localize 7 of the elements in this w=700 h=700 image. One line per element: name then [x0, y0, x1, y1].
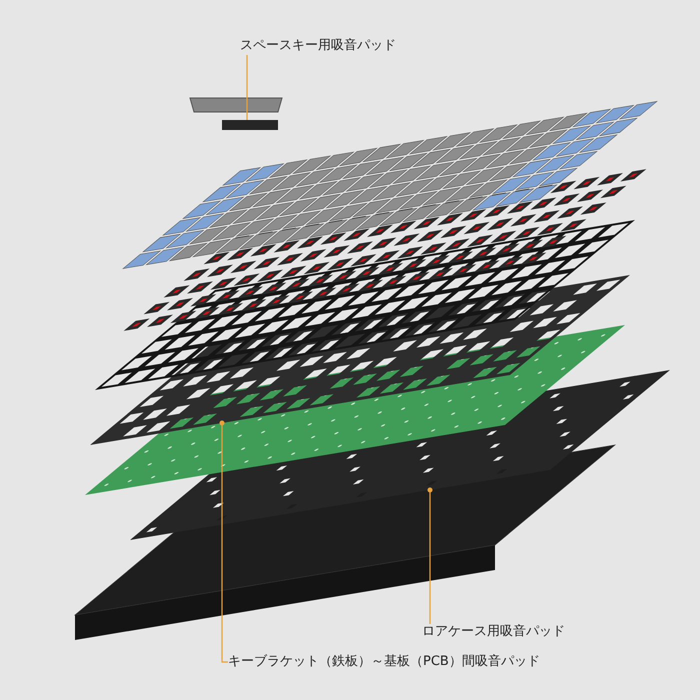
callout-label: キーブラケット（鉄板）～基板（PCB）間吸音パッド [228, 654, 540, 670]
callout-label: スペースキー用吸音パッド [240, 38, 396, 54]
callout-label: ロアケース用吸音パッド [422, 624, 565, 640]
leader-line [220, 420, 228, 663]
leader-line [428, 488, 432, 624]
sound-dampening-pad [222, 120, 278, 130]
leader-line [246, 55, 248, 120]
